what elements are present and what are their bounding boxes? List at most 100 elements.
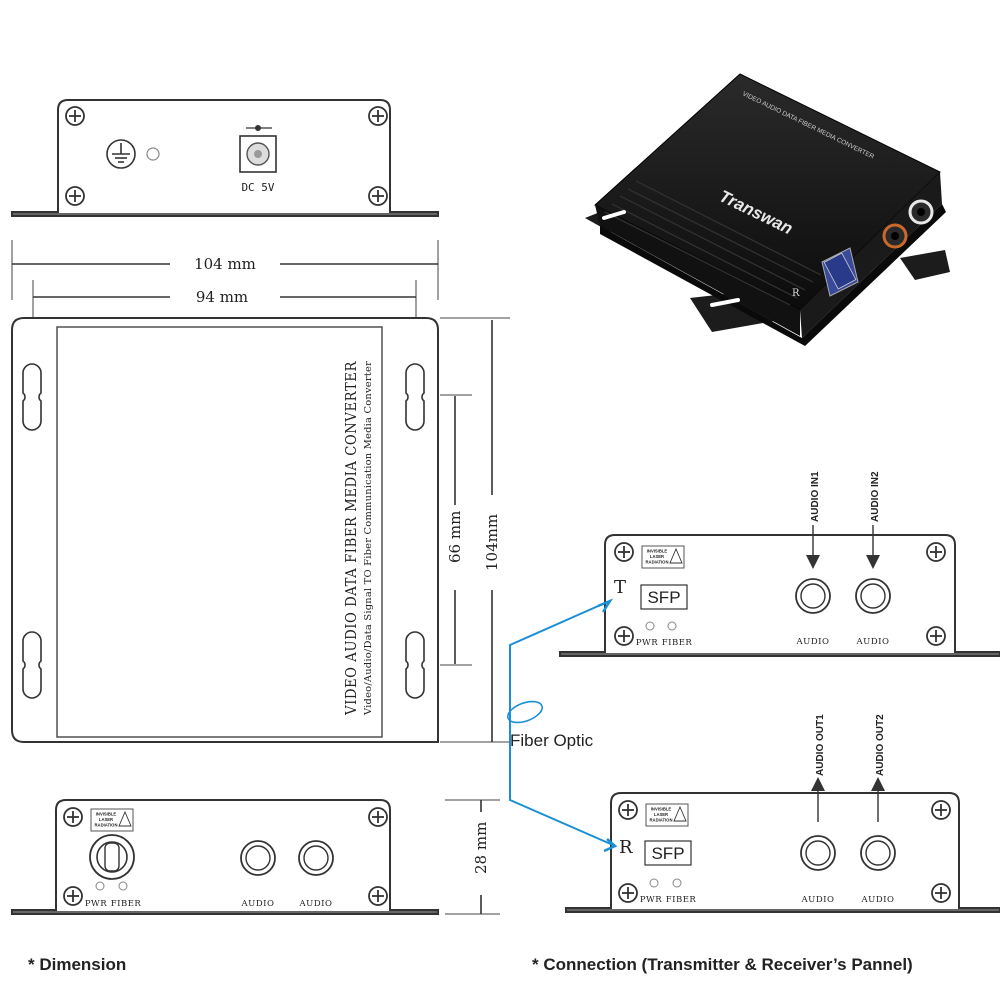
led-icon <box>95 881 105 891</box>
svg-text:RADIATION: RADIATION <box>650 818 673 823</box>
mount-slot-icon <box>710 298 740 307</box>
receiver-letter: R <box>619 837 633 858</box>
sfp-port-icon <box>89 834 135 880</box>
svg-text:INVISIBLE: INVISIBLE <box>96 812 117 817</box>
inner-width-label: 94 mm <box>196 288 248 306</box>
transmitter-panel: INVISIBLE LASER RADIATION T SFP PWR FIBE… <box>559 471 1000 657</box>
screw-icon <box>368 886 388 906</box>
fiber-optic-link: Fiber Optic <box>507 598 618 853</box>
audio-jack-icon <box>860 835 896 871</box>
top-plate-view: VIDEO AUDIO DATA FIBER MEDIA CONVERTER V… <box>11 317 439 743</box>
product-photo: Transwan VIDEO AUDIO DATA FIBER MEDIA CO… <box>585 73 950 346</box>
screw-icon <box>926 626 946 646</box>
mount-slot-icon <box>602 210 626 220</box>
rca-jack-icon <box>908 199 934 225</box>
fiber-loop-icon <box>507 700 543 724</box>
led-icon <box>672 878 682 888</box>
screw-icon <box>63 886 83 906</box>
screw-icon <box>931 883 951 903</box>
led-icon <box>146 147 160 161</box>
svg-text:INVISIBLE: INVISIBLE <box>651 807 672 812</box>
audio-jack-icon <box>240 840 276 876</box>
audio-jack-icon <box>298 840 334 876</box>
outer-width-label: 104 mm <box>194 255 256 273</box>
receiver-panel: INVISIBLE LASER RADIATION R SFP PWR FIBE… <box>565 714 1000 913</box>
arrow-icon <box>597 598 614 613</box>
screw-icon <box>63 807 83 827</box>
audio-port-label: AUDIO <box>801 895 835 905</box>
depth-dimension: 28 mm <box>445 799 500 915</box>
screw-icon <box>368 106 388 126</box>
screw-icon <box>926 542 946 562</box>
svg-text:LASER: LASER <box>654 812 668 817</box>
screw-icon <box>931 800 951 820</box>
connection-caption: * Connection (Transmitter & Receiver’s P… <box>532 955 913 974</box>
sfp-module-icon <box>821 247 859 297</box>
audio-port-label: AUDIO <box>861 895 895 905</box>
svg-text:LASER: LASER <box>99 817 113 822</box>
pwr-led-label: PWR <box>85 899 107 909</box>
mount-slot-icon <box>405 363 425 431</box>
laser-warning-icon <box>118 810 132 827</box>
led-icon <box>645 621 655 631</box>
height-dimensions: 104mm 66 mm <box>440 317 510 743</box>
outer-height-label: 104mm <box>483 514 501 571</box>
led-icon <box>118 881 128 891</box>
svg-text:RADIATION: RADIATION <box>646 560 669 565</box>
screw-icon <box>368 186 388 206</box>
audio-jack-icon <box>795 578 831 614</box>
dc-power-label: DC 5V <box>241 181 274 194</box>
pwr-led-label: PWR <box>636 638 658 648</box>
dimension-caption: * Dimension <box>28 955 126 974</box>
pwr-led-label: PWR <box>640 895 662 905</box>
rca-jack-icon <box>882 223 908 249</box>
front-label-subtitle: Video/Audio/Data Signal TO Fiber Communi… <box>363 361 374 717</box>
screw-icon <box>614 626 634 646</box>
audio-port-label: AUDIO <box>856 637 890 647</box>
audio-port-label: AUDIO <box>299 899 333 909</box>
svg-text:RADIATION: RADIATION <box>95 823 118 828</box>
arrow-icon <box>603 838 618 853</box>
front-panel-view: INVISIBLE LASER RADIATION PWR FIBER AUDI… <box>11 799 439 915</box>
fiber-led-label: FIBER <box>662 638 693 648</box>
dc-jack-icon <box>239 125 277 173</box>
audio-out1-label: AUDIO OUT1 <box>815 714 826 776</box>
transmitter-letter: T <box>614 577 626 598</box>
audio-jack-icon <box>855 578 891 614</box>
svg-text:INVISIBLE: INVISIBLE <box>647 549 668 554</box>
laser-warning-sticker: INVISIBLE LASER RADIATION <box>645 803 689 827</box>
led-icon <box>667 621 677 631</box>
audio-in2-label: AUDIO IN2 <box>870 471 881 522</box>
fiber-cable <box>509 602 614 846</box>
front-label-title: VIDEO AUDIO DATA FIBER MEDIA CONVERTER <box>344 361 360 716</box>
audio-port-label: AUDIO <box>241 899 275 909</box>
svg-text:LASER: LASER <box>650 554 664 559</box>
mount-slot-icon <box>405 631 425 699</box>
mount-slot-icon <box>22 363 42 431</box>
fiber-led-label: FIBER <box>111 899 142 909</box>
fiber-optic-label: Fiber Optic <box>510 731 594 750</box>
laser-warning-icon <box>673 805 687 822</box>
audio-in1-label: AUDIO IN1 <box>810 471 821 522</box>
screw-icon <box>65 106 85 126</box>
laser-warning-icon <box>669 547 683 564</box>
audio-jack-icon <box>800 835 836 871</box>
fiber-led-label: FIBER <box>666 895 697 905</box>
audio-out2-label: AUDIO OUT2 <box>875 714 886 776</box>
screw-icon <box>618 883 638 903</box>
screw-icon <box>618 800 638 820</box>
screw-icon <box>614 542 634 562</box>
photo-port-letter: R <box>792 288 800 299</box>
screw-icon <box>368 807 388 827</box>
inner-height-label: 66 mm <box>446 511 464 563</box>
receiver-sfp-label: SFP <box>651 844 684 863</box>
laser-warning-sticker: INVISIBLE LASER RADIATION <box>641 545 685 569</box>
screw-icon <box>65 186 85 206</box>
transmitter-sfp-label: SFP <box>647 588 680 607</box>
ground-icon <box>106 139 136 169</box>
depth-label: 28 mm <box>472 822 490 874</box>
audio-port-label: AUDIO <box>796 637 830 647</box>
rear-panel-view: DC 5V <box>11 99 439 217</box>
mount-slot-icon <box>22 631 42 699</box>
